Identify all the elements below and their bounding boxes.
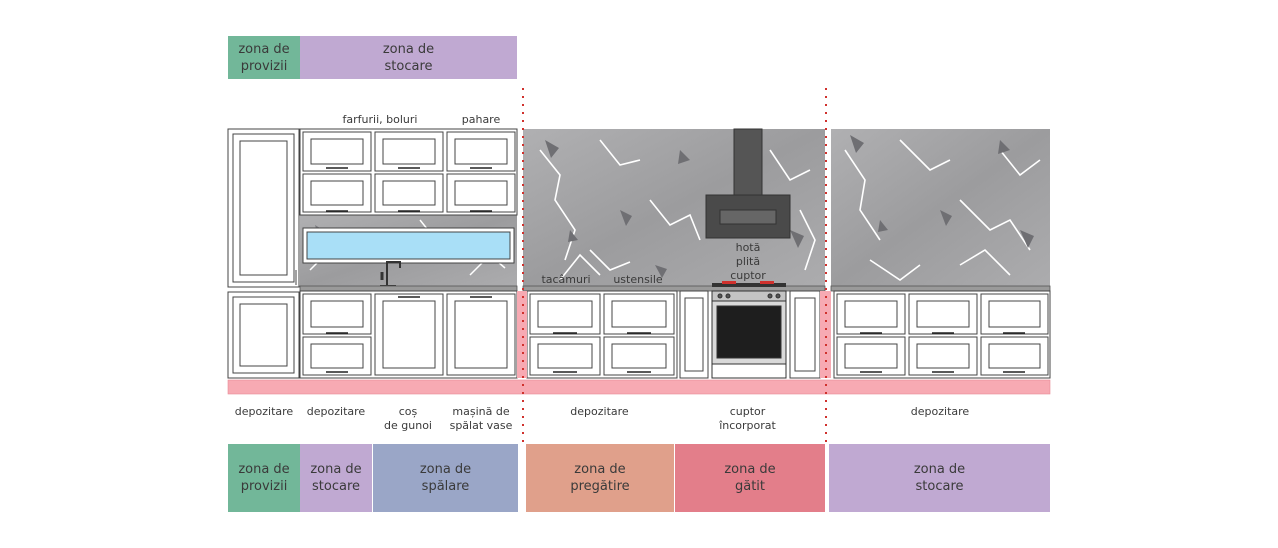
label-hood-stack: hotă plită cuptor xyxy=(730,241,766,282)
window xyxy=(302,227,515,264)
bottom-zone-spalare: zona de spălare xyxy=(373,444,518,512)
plinth xyxy=(227,379,1051,395)
bottom-zone-pregatire: zona de pregătire xyxy=(526,444,674,512)
tall-pantry-cabinet xyxy=(227,128,300,379)
label-cutlery: tacâmuri xyxy=(541,273,591,286)
countertops xyxy=(299,285,1051,292)
label-built-in-oven: cuptor încorporat xyxy=(719,405,776,432)
label-plates: farfurii, boluri xyxy=(342,113,418,126)
label-glasses: pahare xyxy=(461,113,501,126)
bottom-zone-provizii: zona de provizii xyxy=(228,444,300,512)
label-utensils: ustensile xyxy=(613,273,663,286)
label-storage-3: depozitare xyxy=(570,405,629,418)
label-storage-2: depozitare xyxy=(306,405,366,418)
bottom-zone-stocare: zona de stocare xyxy=(300,444,372,512)
zone-dividers xyxy=(522,88,827,442)
base-cabinets-right xyxy=(833,290,1051,379)
top-zone-stocare: zona de stocare xyxy=(300,36,517,79)
label-storage-4: depozitare xyxy=(910,405,970,418)
pink-spacers xyxy=(517,291,831,378)
base-cabinets-left xyxy=(299,290,518,379)
cooktop xyxy=(712,281,786,287)
top-zone-provizii: zona de provizii xyxy=(228,36,300,79)
bottom-zone-stocare-right: zona de stocare xyxy=(829,444,1050,512)
label-dishwasher: mașină de spălat vase xyxy=(449,405,513,432)
bottom-zone-gatit: zona de gătit xyxy=(675,444,825,512)
range-hood xyxy=(705,128,791,239)
marble-backsplash-right xyxy=(831,129,1050,286)
built-in-oven xyxy=(711,290,787,379)
base-cabinets-center xyxy=(526,290,821,379)
label-trash-bin: coș de gunoi xyxy=(384,405,432,432)
upper-wall-cabinets xyxy=(299,128,518,216)
label-storage-1: depozitare xyxy=(234,405,294,418)
